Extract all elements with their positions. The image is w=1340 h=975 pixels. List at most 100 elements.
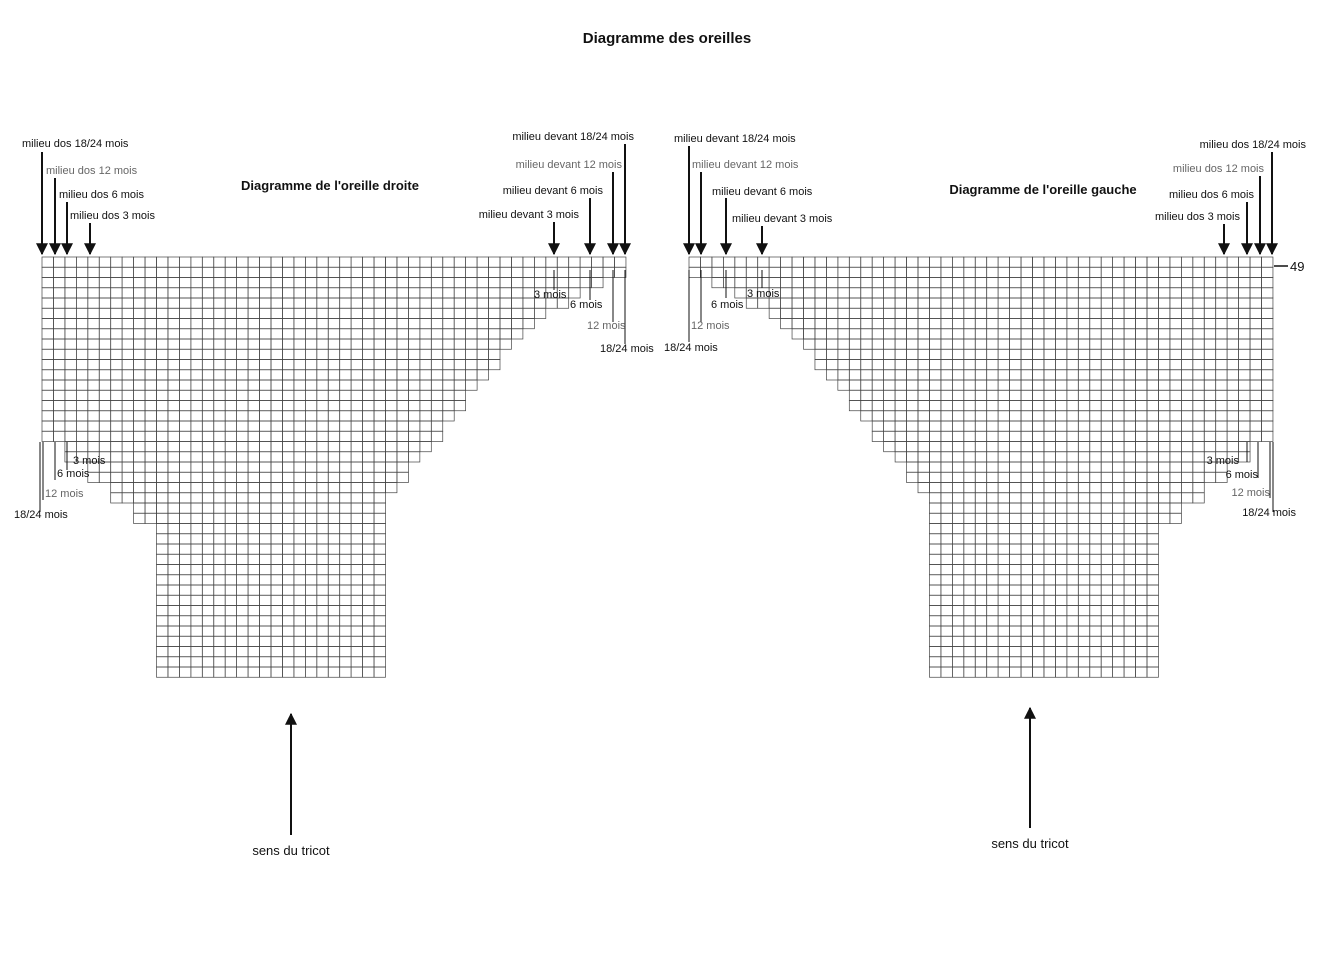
grid-cell	[247, 492, 260, 504]
grid-cell	[270, 635, 283, 647]
grid-cell	[64, 318, 77, 330]
grid-cell	[1032, 533, 1045, 545]
grid-cell	[986, 338, 999, 350]
grid-cell	[316, 297, 329, 309]
grid-cell	[339, 564, 352, 576]
grid-cell	[156, 389, 169, 401]
grid-cell	[780, 256, 793, 268]
grid-cell	[75, 359, 89, 371]
grid-cell	[940, 646, 953, 658]
grid-cell	[1020, 318, 1033, 330]
grid-cell	[75, 389, 89, 401]
grid-cell	[121, 287, 134, 299]
grid-cell	[224, 553, 237, 565]
grid-cell	[190, 625, 203, 637]
grid-cell	[179, 379, 192, 391]
grid-cell	[986, 379, 999, 391]
grid-cell	[316, 471, 329, 483]
grid-cell	[98, 430, 112, 442]
grid-cell	[75, 297, 89, 309]
grid-cell	[1226, 256, 1239, 268]
label-left-right-3: 3 mois	[1207, 455, 1240, 467]
grid-cell	[579, 256, 592, 268]
grid-cell	[179, 338, 192, 350]
grid-cell	[1089, 307, 1102, 319]
grid-cell	[41, 389, 54, 401]
grid-cell	[1077, 574, 1091, 586]
grid-cell	[408, 389, 421, 401]
grid-cell	[1043, 451, 1056, 463]
grid-cell	[1032, 594, 1045, 606]
grid-cell	[488, 277, 501, 289]
grid-cell	[1146, 307, 1159, 319]
grid-cell	[894, 318, 907, 330]
grid-cell	[87, 410, 100, 422]
grid-cell	[1032, 492, 1045, 504]
grid-cell	[1215, 318, 1228, 330]
grid-cell	[190, 615, 203, 627]
grid-cell	[1077, 543, 1091, 555]
grid-cell	[1215, 400, 1228, 412]
grid-cell	[110, 369, 123, 381]
grid-cell	[213, 256, 226, 268]
grid-cell	[848, 389, 862, 401]
grid-cell	[1043, 553, 1056, 565]
grid-cell	[327, 410, 341, 422]
grid-cell	[270, 369, 283, 381]
grid-cell	[1112, 523, 1125, 535]
right-ear-grid	[41, 256, 627, 678]
grid-cell	[745, 277, 759, 289]
grid-cell	[41, 420, 54, 432]
grid-cell	[1169, 430, 1182, 442]
grid-cell	[190, 338, 203, 350]
grid-cell	[465, 359, 478, 371]
grid-cell	[1123, 574, 1136, 586]
grid-cell	[1180, 359, 1194, 371]
grid-cell	[1077, 564, 1091, 576]
grid-cell	[1020, 523, 1033, 535]
grid-cell	[201, 615, 215, 627]
grid-cell	[385, 307, 398, 319]
grid-cell	[1020, 666, 1033, 678]
grid-cell	[1032, 523, 1045, 535]
grid-cell	[98, 348, 112, 360]
grid-cell	[121, 471, 134, 483]
grid-cell	[167, 318, 180, 330]
grid-cell	[837, 318, 850, 330]
grid-cell	[1158, 482, 1171, 494]
grid-cell	[236, 389, 249, 401]
grid-cell	[362, 318, 375, 330]
grid-cell	[1020, 277, 1033, 289]
grid-cell	[179, 441, 192, 453]
grid-cell	[316, 318, 329, 330]
grid-cell	[511, 297, 524, 309]
grid-cell	[1009, 400, 1022, 412]
grid-cell	[224, 543, 237, 555]
grid-cell	[385, 338, 398, 350]
grid-cell	[305, 605, 318, 617]
grid-cell	[373, 553, 386, 565]
grid-cell	[442, 307, 455, 319]
grid-cell	[757, 277, 770, 289]
grid-cell	[339, 256, 352, 268]
grid-cell	[848, 400, 862, 412]
grid-cell	[1226, 328, 1239, 340]
grid-cell	[213, 328, 226, 340]
grid-cell	[1238, 287, 1251, 299]
grid-cell	[133, 359, 146, 371]
grid-cell	[1135, 584, 1148, 596]
grid-cell	[373, 605, 386, 617]
grid-cell	[1123, 277, 1136, 289]
grid-cell	[247, 420, 260, 432]
grid-cell	[316, 410, 329, 422]
grid-cell	[1055, 594, 1068, 606]
grid-cell	[940, 656, 953, 668]
grid-cell	[929, 338, 942, 350]
grid-cell	[522, 318, 535, 330]
grid-cell	[305, 461, 318, 473]
grid-cell	[826, 328, 839, 340]
grid-cell	[1100, 482, 1113, 494]
grid-cell	[339, 502, 352, 514]
grid-cell	[1055, 646, 1068, 658]
grid-cell	[110, 297, 123, 309]
